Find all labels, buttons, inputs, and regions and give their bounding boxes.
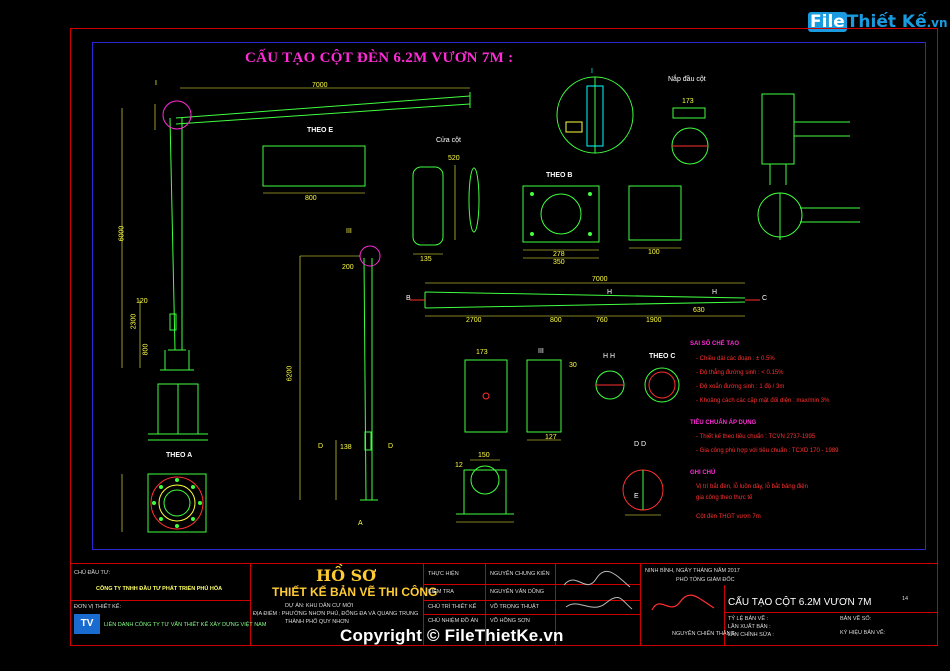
signature-director [651,594,715,611]
copyright-watermark: Copyright © FileThietKe.vn [340,626,564,645]
label-cua-cot: Cửa cột [436,137,461,144]
dim-630: 630 [693,307,705,314]
meta-issue: LẦN XUẤT BẢN : [728,624,771,630]
owner-label: CHỦ ĐẦU TƯ: [74,570,111,576]
row-role-3: CHỦ NHIỆM ĐỒ ÁN [428,618,479,624]
note-6: - Gia công phù hợp với tiêu chuẩn : TCXD… [696,448,839,454]
label-theo-c: THEO C [649,353,676,360]
project-line-1: DỰ ÁN: KHU DÂN CƯ MỚI [285,603,354,609]
designer-label: ĐƠN VỊ THIẾT KẾ: [74,604,121,610]
label-theo-b: THEO B [546,172,573,179]
owner-name: CÔNG TY TNHH ĐẦU TƯ PHÁT TRIỂN PHÚ HÒA [96,586,223,592]
note-header-3: GHI CHÚ [690,470,716,476]
label-sec-iii-b: III [538,348,544,355]
dim-12: 12 [455,462,463,469]
dim-800: 800 [142,343,150,356]
label-dd: D D [634,441,647,448]
dim-theo-e-width: 800 [305,195,317,202]
row-name-3: VÕ HỒNG SƠN [490,618,530,624]
label-h2: H [712,289,718,296]
pole-elevation [160,92,471,371]
row-role-1: KIỂM TRA [428,589,454,595]
note-2: - Độ thẳng đường sinh : < 0.15% [696,370,784,376]
dim-760: 760 [596,317,608,324]
designer-name: LIÊN DANH CÔNG TY TƯ VẤN THIẾT KẾ XÂY DỰ… [104,622,267,628]
label-sec-i: I [155,80,157,87]
dim-173-cap: 173 [682,98,694,105]
meta-code: KÝ HIỆU BẢN VẼ: [840,630,886,636]
note-8: gia công theo thực tế [696,495,753,501]
dim-200: 200 [342,264,354,271]
dim-135: 135 [420,256,432,263]
note-3: - Độ xoắn đường sinh : 1 độ / 3m [696,384,785,390]
note-1: - Chiều dài các đoạn : ± 0.5% [696,356,775,362]
label-sec-iii-a: III [346,228,352,235]
dim-arm-length: 7000 [312,82,328,89]
label-b: B [406,295,411,302]
dim-1900: 1900 [646,317,662,324]
dim-350: 350 [553,259,565,266]
label-sec-i-detail: I [591,68,593,75]
project-line-3: THÀNH PHỐ QUY NHƠN [285,619,349,625]
logo-file: File [808,12,847,32]
label-theo-e: THEO E [307,127,334,134]
hoso-label: HỒ SƠ [316,566,377,585]
label-theo-a: THEO A [166,452,193,459]
dim-520: 520 [448,155,460,162]
note-header-1: SAI SỐ CHẾ TẠO [690,341,740,347]
drawing-heading: CẤU TẠO CỘT ĐÈN 6.2M VƯƠN 7M : [245,50,514,66]
meta-sheet-no: BẢN VẼ SỐ: [840,616,872,622]
dim-138: 138 [340,444,352,451]
note-4: - Khoảng cách các cặp mặt đối diện : max… [696,398,830,404]
row-role-2: CHỦ TRÌ THIẾT KẾ [428,604,477,610]
dim-7000-arm: 7000 [592,276,608,283]
label-nap-dau-cot: Nắp đầu cột [668,76,706,83]
vp-title: PHÓ TỔNG GIÁM ĐỐC [676,577,735,583]
logo-brand: Thiết Kế [846,12,927,32]
dim-173-plate: 173 [476,349,488,356]
dim-150: 150 [478,452,490,459]
row-role-0: THỰC HIỆN [428,571,459,577]
dim-2700: 2700 [466,317,482,324]
row-name-2: VÕ TRỌNG THUẬT [490,604,539,610]
meta-revision: LẦN CHỈNH SỬA : [728,632,774,638]
dim-2300: 2300 [130,313,138,330]
label-e: E [634,493,639,500]
tkbv-label: THIẾT KẾ BẢN VẼ THI CÔNG [272,585,438,599]
note-header-2: TIÊU CHUẨN ÁP DỤNG [690,420,757,426]
project-line-2: ĐỊA ĐIỂM : PHƯỜNG NHƠN PHÚ, ĐỐNG ĐA VÀ Q… [253,611,419,617]
drawing-title: CẤU TẠO CỘT 6.2M VƯƠN 7M [728,597,872,608]
label-d-left: D [318,443,324,450]
note-7: Vị trí bắt đèn, lỗ luồn dây, lỗ bắt bảng… [696,484,808,490]
note-5: - Thiết kế theo tiêu chuẩn : TCVN 2737-1… [696,434,816,440]
sheet-number: 14 [902,596,909,602]
label-hh: H H [603,353,616,360]
logo-domain: .vn [926,16,948,30]
title-block [70,563,938,647]
note-9: Cột đèn THGT vươn 7m [696,514,761,520]
dim-pole-height: 6000 [118,225,126,242]
row-name-0: NGUYỄN CHUNG KIÊN [490,571,550,577]
signature-checker [563,570,633,610]
company-logo: TV [74,614,100,634]
dim-127: 127 [545,434,557,441]
dim-278: 278 [553,251,565,258]
drawing-border [92,42,926,550]
dim-30: 30 [569,362,577,369]
signer-name: NGUYỄN CHIẾN THẮNG [672,631,735,637]
dim-800-arm: 800 [550,317,562,324]
dim-100: 100 [648,249,660,256]
meta-scale: TỶ LỆ BẢN VẼ : [728,616,769,622]
dim-6200: 6200 [286,365,294,382]
row-name-1: NGUYỄN VĂN DŨNG [490,589,545,595]
sign-date: NINH BÌNH, NGÀY THÁNG NĂM 2017 [645,568,740,574]
label-a: A [358,520,363,527]
drawing-frame [70,28,938,646]
label-d-right: D [388,443,394,450]
label-h1: H [607,289,613,296]
dim-120: 120 [136,298,148,305]
label-c: C [762,295,768,302]
